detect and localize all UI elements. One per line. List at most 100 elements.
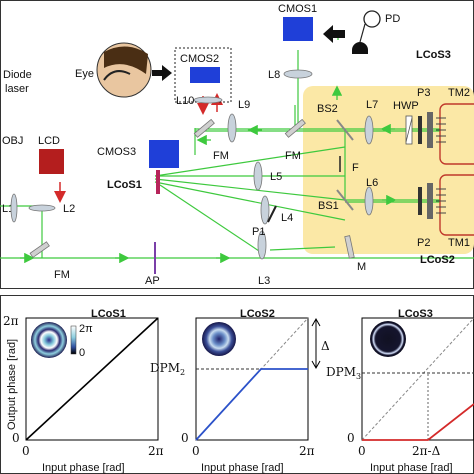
chart2-ytick-zero: 0 [181, 431, 189, 445]
fm-mid-label: FM [285, 150, 301, 162]
lcos1-device [156, 170, 160, 194]
chart3-xtick-mid: 2π-Δ [412, 444, 441, 458]
lens-l3 [257, 230, 267, 260]
chart3-xtick-zero: 0 [358, 444, 366, 458]
l9-label: L9 [238, 99, 250, 111]
chart2-xtick-zero: 0 [192, 444, 200, 458]
f-label: F [352, 162, 359, 174]
l7-label: L7 [366, 99, 378, 111]
pd-label: PD [385, 13, 400, 25]
chart2-series-line [195, 368, 308, 441]
l2-label: L2 [63, 203, 75, 215]
cmos2-sensor [190, 67, 220, 83]
beam-arrows [20, 85, 397, 264]
l6-label: L6 [366, 177, 378, 189]
cmos3-label: CMOS3 [97, 146, 136, 158]
chart1-inset-image [31, 322, 67, 358]
lens-l1 [10, 193, 18, 223]
flip-mirror-left [193, 118, 215, 138]
beamsplitter-bs1 [336, 189, 354, 211]
l3-label: L3 [258, 275, 270, 287]
l4-label: L4 [281, 212, 293, 224]
lcos3-device [427, 112, 433, 148]
tm2-label: TM2 [448, 87, 470, 99]
photodiode [352, 42, 368, 54]
chart3-title: LCoS3 [398, 308, 433, 320]
temp-module-2 [439, 103, 474, 165]
cmos1-label: CMOS1 [278, 3, 317, 15]
lens-l2 [28, 204, 56, 212]
lcd-label: LCD [38, 135, 60, 147]
eye-arrow-icon [152, 65, 172, 81]
cmos1-sensor [283, 17, 313, 41]
chart3-dpm-label: DPM3 [326, 365, 361, 381]
chart3-inset-image [370, 321, 406, 357]
lens-l8 [283, 69, 313, 79]
beamsplitter-bs2 [336, 119, 354, 141]
lens-l4 [260, 195, 270, 225]
chart-lcos2: LCoS2 DPM2 Δ 0 0 2π Input phase [rad] [150, 308, 330, 474]
chart3-reference-line [361, 317, 474, 441]
chart3-ytick-zero: 0 [347, 431, 355, 445]
chart2-title: LCoS2 [240, 308, 275, 320]
bs2-label: BS2 [317, 103, 338, 115]
chart1-xlabel: Input phase [rad] [42, 462, 125, 474]
flip-mirror-mid [284, 118, 306, 138]
l5-label: L5 [270, 171, 282, 183]
flip-mirror-low [29, 241, 50, 258]
chart1-xtick-zero: 0 [22, 444, 30, 458]
diode-label: Diode [3, 69, 32, 81]
lens-l6 [364, 186, 374, 216]
ap-label: AP [145, 275, 160, 287]
p3-label: P3 [417, 87, 430, 99]
photodiode-fiber [363, 10, 381, 28]
polarizer-p2 [418, 187, 422, 215]
chart2-dpm-label: DPM2 [150, 361, 185, 377]
fm-low-label: FM [54, 269, 70, 281]
polarizer-p1 [267, 205, 277, 223]
cmos2-label: CMOS2 [180, 53, 219, 65]
chart1-title: LCoS1 [91, 308, 126, 320]
chart1-colorbar [70, 325, 77, 355]
hwp-label: HWP [393, 100, 419, 112]
bs1-label: BS1 [318, 200, 339, 212]
p1-label: P1 [252, 226, 265, 238]
chart2-delta-label: Δ [321, 339, 330, 353]
pd-arrow [323, 25, 345, 43]
chart-lcos3: LCoS3 DPM3 0 0 2π-Δ Input phase [rad] [326, 308, 474, 474]
tm1-label: TM1 [448, 237, 470, 249]
chart1-series-line [25, 317, 159, 441]
lcos2-device [427, 183, 433, 219]
polarizer-p3 [418, 116, 422, 144]
chart1-ylabel: Output phase [rad] [6, 339, 18, 430]
p2-label: P2 [417, 237, 430, 249]
chart2-plot-area [195, 317, 309, 441]
chart1-ytick-zero: 0 [12, 431, 20, 445]
chart2-xtick-end: 2π [299, 444, 315, 458]
lens-l5 [253, 161, 263, 191]
chart1-ytick-top: 2π [3, 314, 19, 328]
eye-label: Eye [75, 68, 94, 80]
lens-l7 [364, 115, 374, 145]
chart1-plot-area [25, 317, 159, 441]
l8-label: L8 [268, 69, 280, 81]
cmos3-sensor [149, 140, 179, 168]
temp-module-1 [439, 174, 474, 236]
lcd-screen [39, 149, 64, 174]
objective-label: OBJ [2, 135, 23, 147]
laser-label: laser [5, 83, 29, 95]
chart2-xlabel: Input phase [rad] [201, 462, 284, 474]
chart1-colorbar-bottom: 0 [79, 347, 85, 359]
heatsink-fins [436, 117, 446, 214]
outer-frame-bottom [0, 295, 474, 474]
lcos2-label: LCoS2 [420, 254, 455, 266]
chart3-xlabel: Input phase [rad] [370, 462, 453, 474]
lcos1-label: LCoS1 [107, 179, 142, 191]
chart-lcos1: LCoS1 2π 0 2π 0 0 2π Input phase [rad] O… [3, 308, 164, 474]
l10-label: L10 [176, 95, 194, 107]
m-label: M [357, 261, 366, 273]
lens-l10 [193, 96, 223, 104]
chart1-xtick-end: 2π [148, 444, 164, 458]
